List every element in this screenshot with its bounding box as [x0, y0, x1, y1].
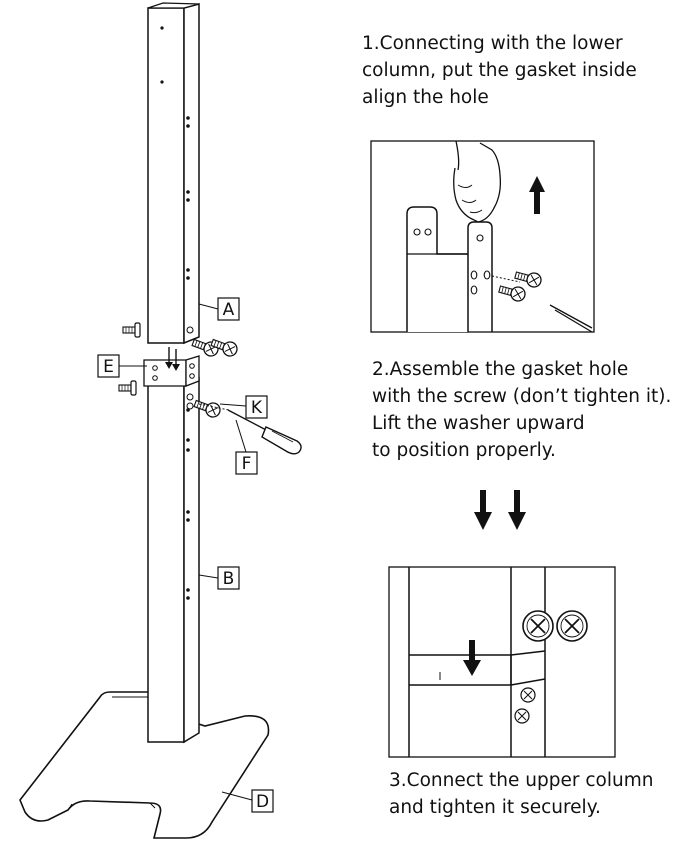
step-2-line: Lift the washer upward: [372, 413, 585, 434]
step-1-line: 1.Connecting with the lower: [362, 33, 623, 54]
svg-text:E: E: [103, 357, 114, 377]
svg-text:K: K: [251, 398, 263, 418]
svg-text:B: B: [223, 569, 235, 589]
svg-text:F: F: [242, 454, 252, 474]
step-1-instruction: 1.Connecting with the lower column, put …: [362, 30, 637, 111]
step-3-instruction: 3.Connect the upper column and tighten i…: [389, 767, 653, 821]
step-2-line: to position properly.: [372, 440, 556, 461]
step-3-line: and tighten it securely.: [389, 797, 601, 818]
part-label-d: D: [221, 789, 274, 813]
svg-text:D: D: [256, 792, 269, 812]
upper-column-a: [147, 2, 200, 345]
screwdriver-f: [227, 409, 302, 455]
svg-text:A: A: [223, 300, 235, 320]
part-label-e: E: [97, 354, 147, 378]
step-1-line: align the hole: [362, 87, 489, 108]
step-2-line: with the screw (don’t tighten it).: [372, 386, 672, 407]
part-label-f: F: [235, 419, 258, 475]
detail-panel-1: [370, 140, 595, 333]
step-2-line: 2.Assemble the gasket hole: [372, 359, 629, 380]
step-2-instruction: 2.Assemble the gasket hole with the scre…: [372, 356, 671, 464]
lower-column-b: [147, 376, 200, 744]
stand-base: [19, 691, 270, 839]
part-label-a: A: [198, 297, 240, 321]
detail-panel-3: [388, 566, 616, 758]
part-label-k: K: [219, 395, 268, 419]
step-3-line: 3.Connect the upper column: [389, 770, 654, 791]
step-1-line: column, put the gasket inside: [362, 60, 637, 81]
screws-left: [118, 322, 141, 396]
part-label-b: B: [198, 566, 240, 590]
gasket-e: [143, 347, 200, 387]
screws-right: [190, 335, 240, 420]
down-arrows: [474, 490, 526, 530]
